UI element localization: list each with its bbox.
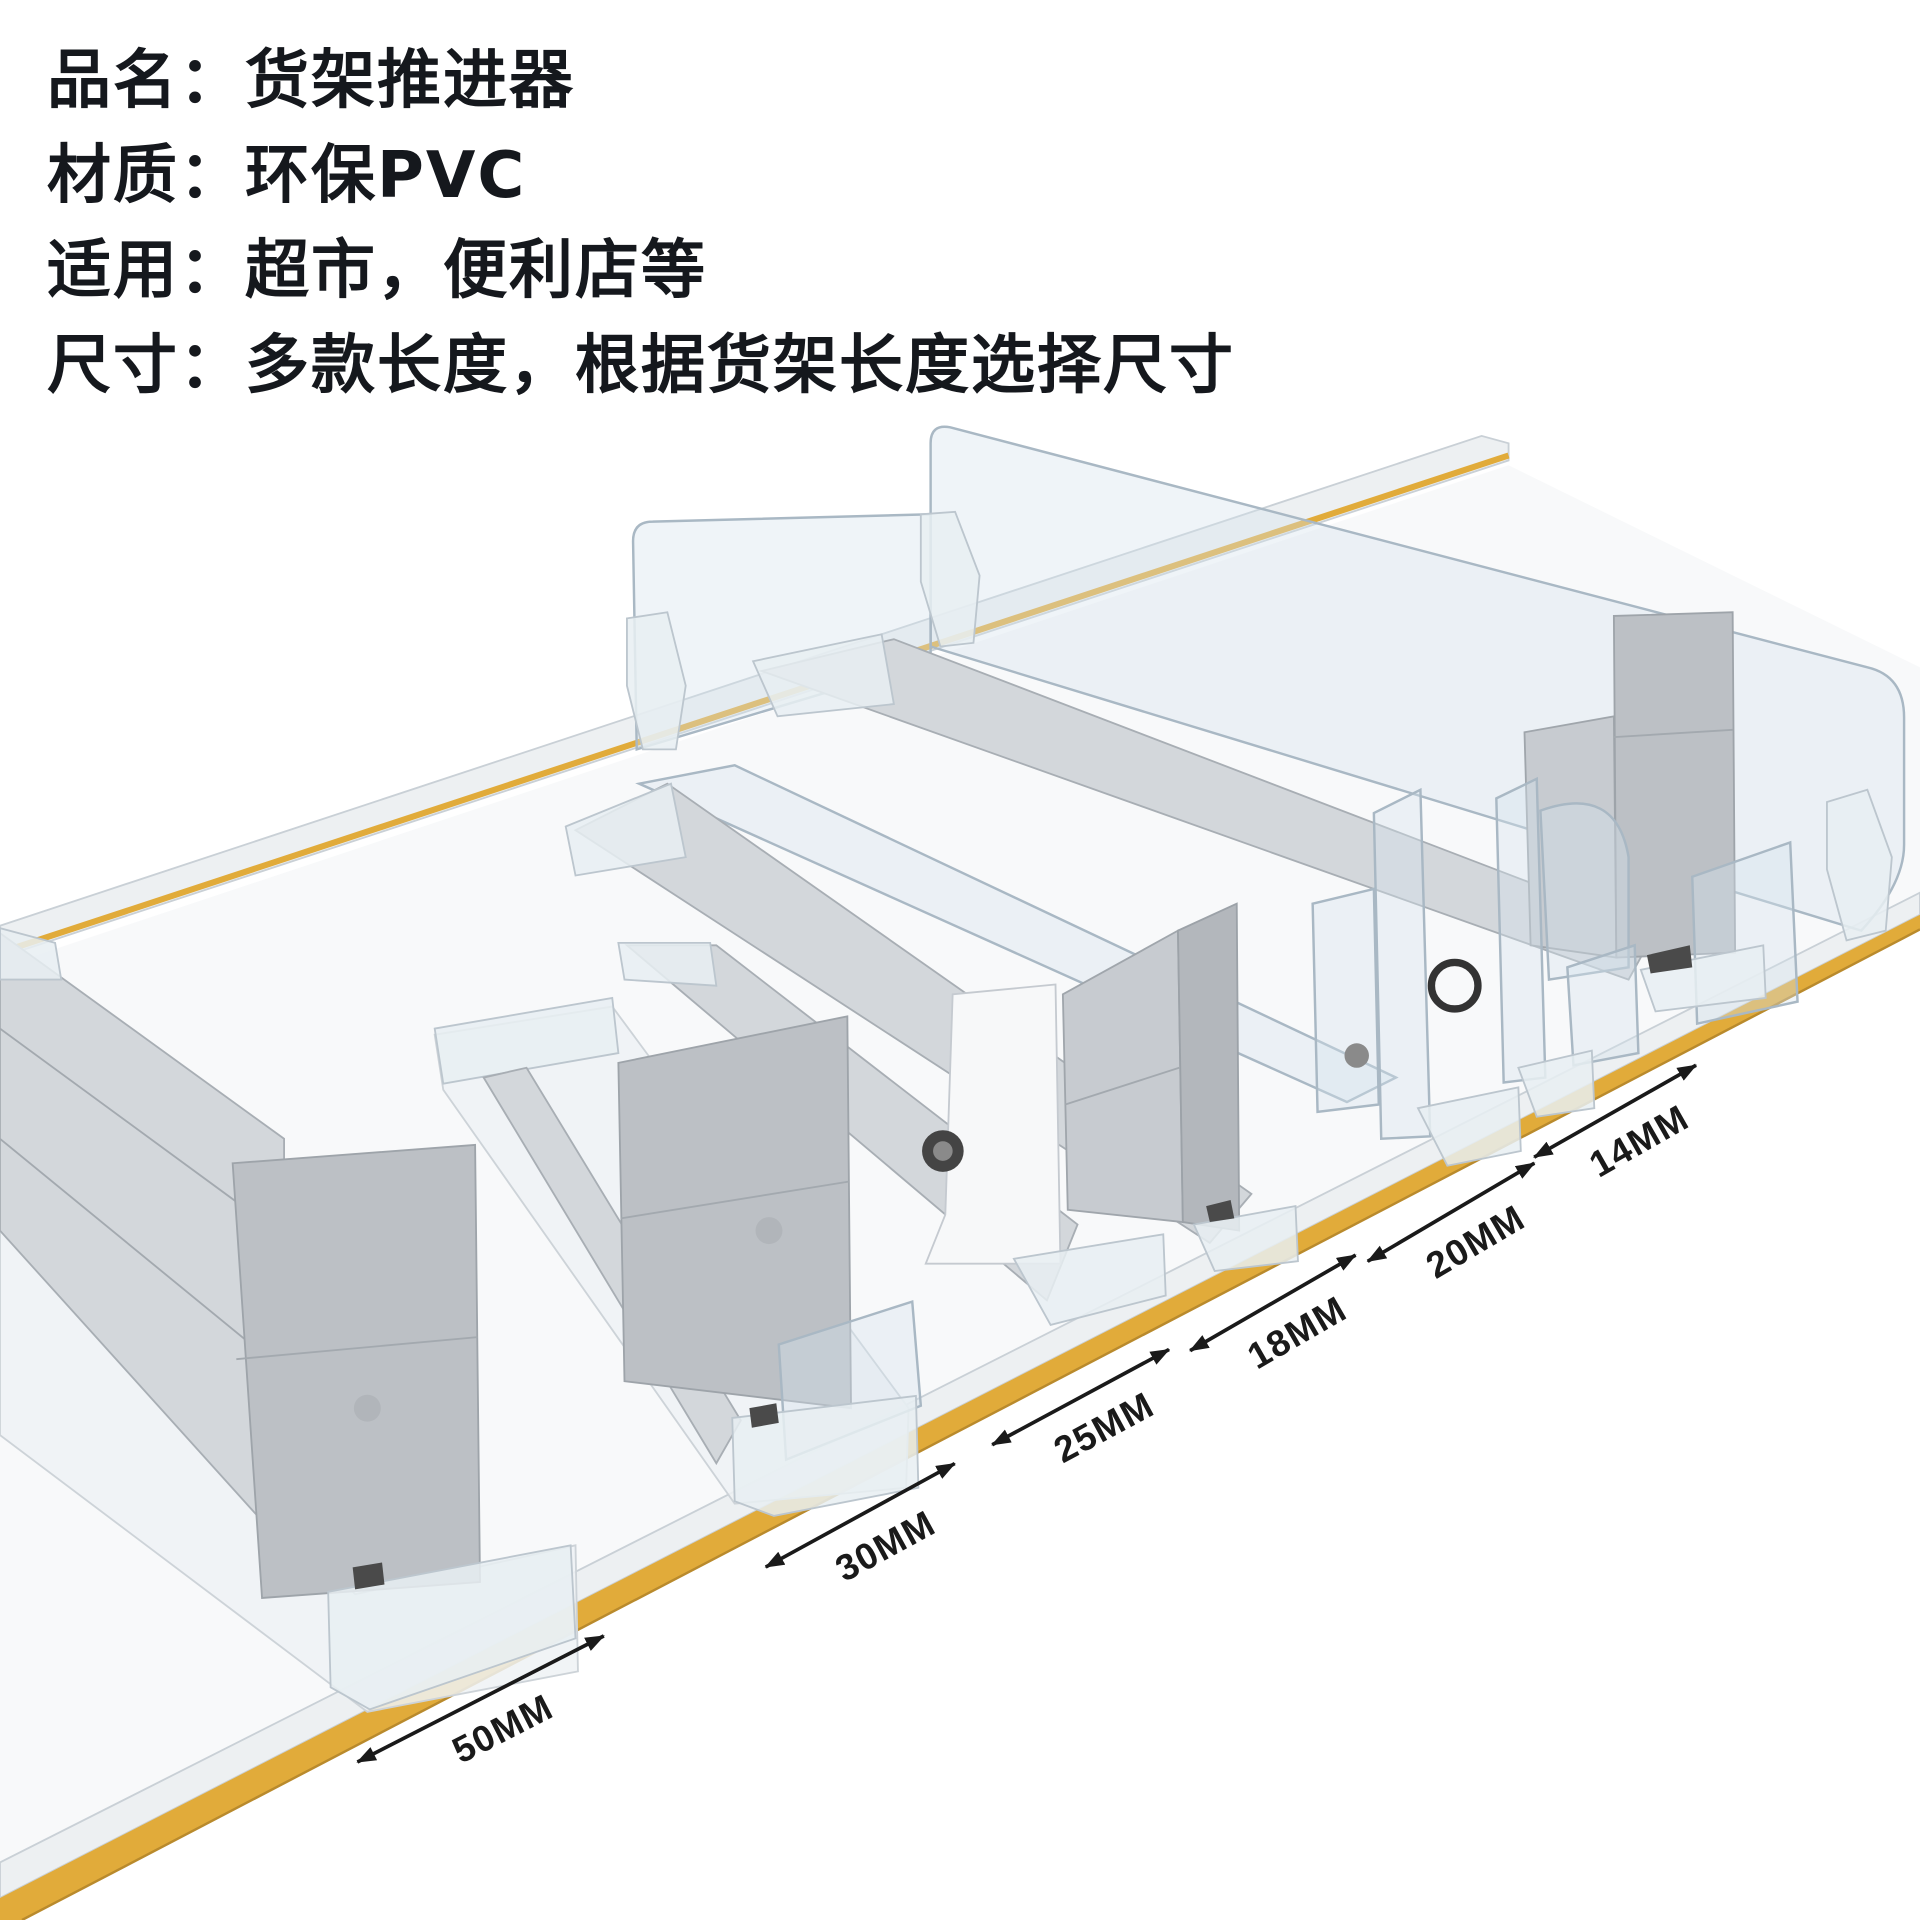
pusher-metal-bit [1206,1200,1235,1223]
dimension-14mm-label: 14MM [1582,1097,1695,1185]
spec-value: 多款长度，根据货架长度选择尺寸 [245,329,1235,403]
track-18mm-back-clip [564,782,687,877]
pusher-far-right [1523,611,1799,1026]
pusher-end-divider [1566,943,1640,1067]
pusher-clear-block [1311,887,1381,1114]
pusher-metal-bit [1646,945,1693,974]
spec-value: 货架推进器 [245,44,575,118]
pusher-20mm [1311,787,1522,1167]
pusher-white-paddle [924,983,1062,1265]
pusher-clear-body [1539,802,1630,982]
dimension-30mm-label: 30MM [829,1502,942,1589]
spec-value: 环保PVC [245,139,527,213]
pusher-logo-dot [755,1217,783,1245]
dimension-25mm-label: 25MM [1047,1384,1161,1471]
spec-line-product-name: 品名：货架推进器 [47,34,1235,129]
spring-rod [1344,1043,1369,1068]
pusher-18mm [1061,902,1299,1273]
pusher-front-clip [1639,944,1767,1013]
pusher-divider [1495,776,1547,1084]
pusher-block-front [231,1143,481,1599]
pusher-metal-bit [352,1562,385,1590]
pusher-metal-bit [749,1403,779,1428]
pusher-track-groove [0,1138,285,1373]
pusher-block-seam [620,1180,849,1220]
spec-label: 适用： [47,234,245,308]
spring-coil [1427,958,1482,1013]
spec-line-usage: 适用：超市，便利店等 [47,224,1235,319]
back-rail-gold [0,452,1510,956]
pusher-front-clip [1012,1233,1167,1326]
pusher-logo-dot [353,1394,381,1422]
dimension-14mm-arrow [1533,1063,1698,1159]
dimension-30mm-arrow [764,1461,956,1569]
dimension-20mm-label: 20MM [1419,1197,1532,1287]
dimension-18mm-label: 18MM [1240,1288,1353,1377]
spec-label: 材质： [47,139,245,213]
pusher-back-clip [0,927,63,981]
dimension-50mm-arrow [356,1634,605,1764]
track-25mm-back-clip [617,941,718,987]
pusher-front-clip [1416,1086,1522,1167]
spec-value: 超市，便利店等 [245,234,707,308]
spring-center [933,1141,953,1161]
dimension-50mm-label: 50MM [446,1686,560,1771]
dimension-20mm-arrow [1366,1161,1536,1263]
pusher-back-clip [433,996,620,1085]
spec-label: 尺寸： [47,329,245,403]
pusher-divider [1372,787,1432,1141]
dimension-18mm-arrow [1189,1253,1357,1353]
pusher-30mm [433,996,923,1517]
spec-line-size: 尺寸：多款长度，根据货架长度选择尺寸 [47,319,1235,414]
divider-clip [1826,788,1893,942]
spec-list: 品名：货架推进器 材质：环保PVC 适用：超市，便利店等 尺寸：多款长度，根据货… [47,34,1235,414]
spec-label: 品名： [47,44,245,118]
pusher-block-seam [236,1336,478,1361]
spec-line-material: 材质：环保PVC [47,129,1235,224]
pusher-block-front [1177,902,1241,1232]
pusher-50mm [0,927,579,1713]
divider-clip [626,611,687,751]
pusher-25mm [922,983,1167,1326]
pusher-block-seam [1065,1066,1180,1106]
dimension-25mm-arrow [991,1347,1171,1447]
divider-clip [919,510,981,648]
track-far-right-back-clip [751,633,895,718]
pusher-block-seam [1613,728,1733,739]
